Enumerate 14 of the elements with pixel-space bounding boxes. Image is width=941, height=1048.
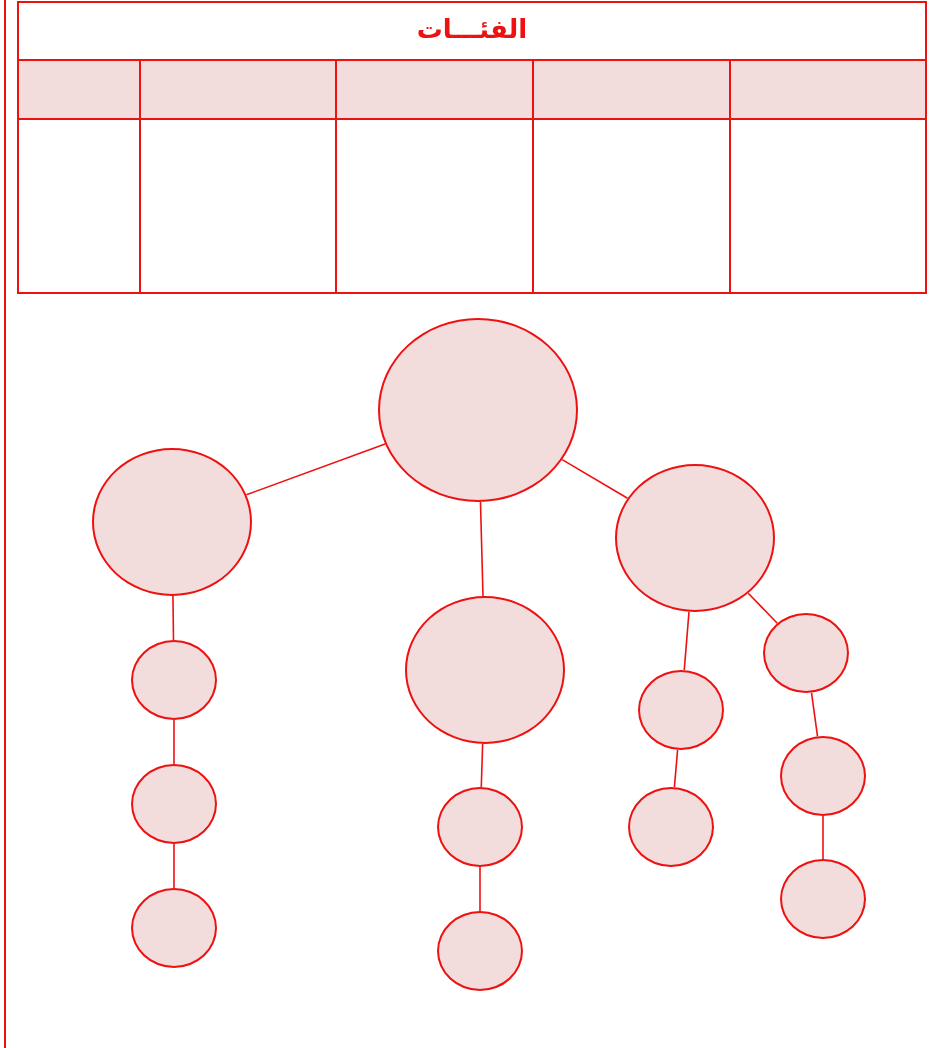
connector-line [172,595,175,641]
table-header: الفئـــات [416,14,528,44]
connector-line [561,458,629,499]
connector-line [673,749,679,788]
connector-line [173,719,175,765]
connector-line [480,743,484,788]
connector-line [822,815,824,860]
connector-line [479,866,481,912]
connector-line [810,691,819,738]
connector-line [747,592,779,625]
connector-line [173,843,175,889]
connector-line [683,611,690,671]
connector-line [245,443,386,496]
connector-line [479,501,484,597]
